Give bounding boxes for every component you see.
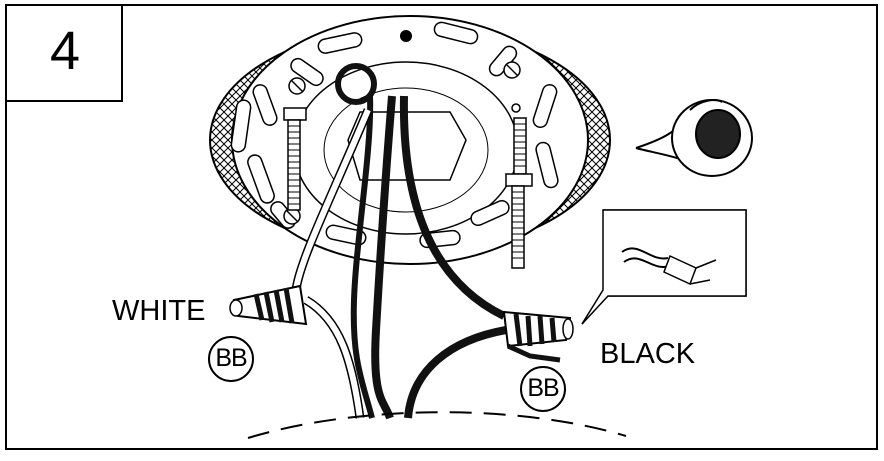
wire-connector-label-right: BB [527, 374, 559, 402]
mounting-bolt-right [505, 117, 533, 269]
wire-splice-callout [581, 209, 747, 325]
ground-wire [335, 63, 377, 419]
wire-nut-icon [229, 284, 308, 326]
mounting-bolt-left [283, 107, 307, 211]
bb-circle-left [208, 336, 254, 382]
white-wire [291, 108, 373, 419]
electrical-tape-icon [635, 99, 753, 177]
outer-frame [5, 4, 878, 450]
black-wire-label: BLACK [600, 338, 696, 370]
wire-connector-label-left: BB [215, 344, 247, 372]
step-number: 4 [49, 21, 81, 81]
mounting-plate [230, 15, 589, 265]
fixture-canopy-outline [247, 411, 627, 439]
white-wire-label: WHITE [112, 295, 206, 327]
black-wire [371, 95, 507, 420]
bb-circle-right [520, 366, 566, 412]
step-number-box [5, 4, 123, 102]
wire-nut-icon [502, 310, 574, 363]
